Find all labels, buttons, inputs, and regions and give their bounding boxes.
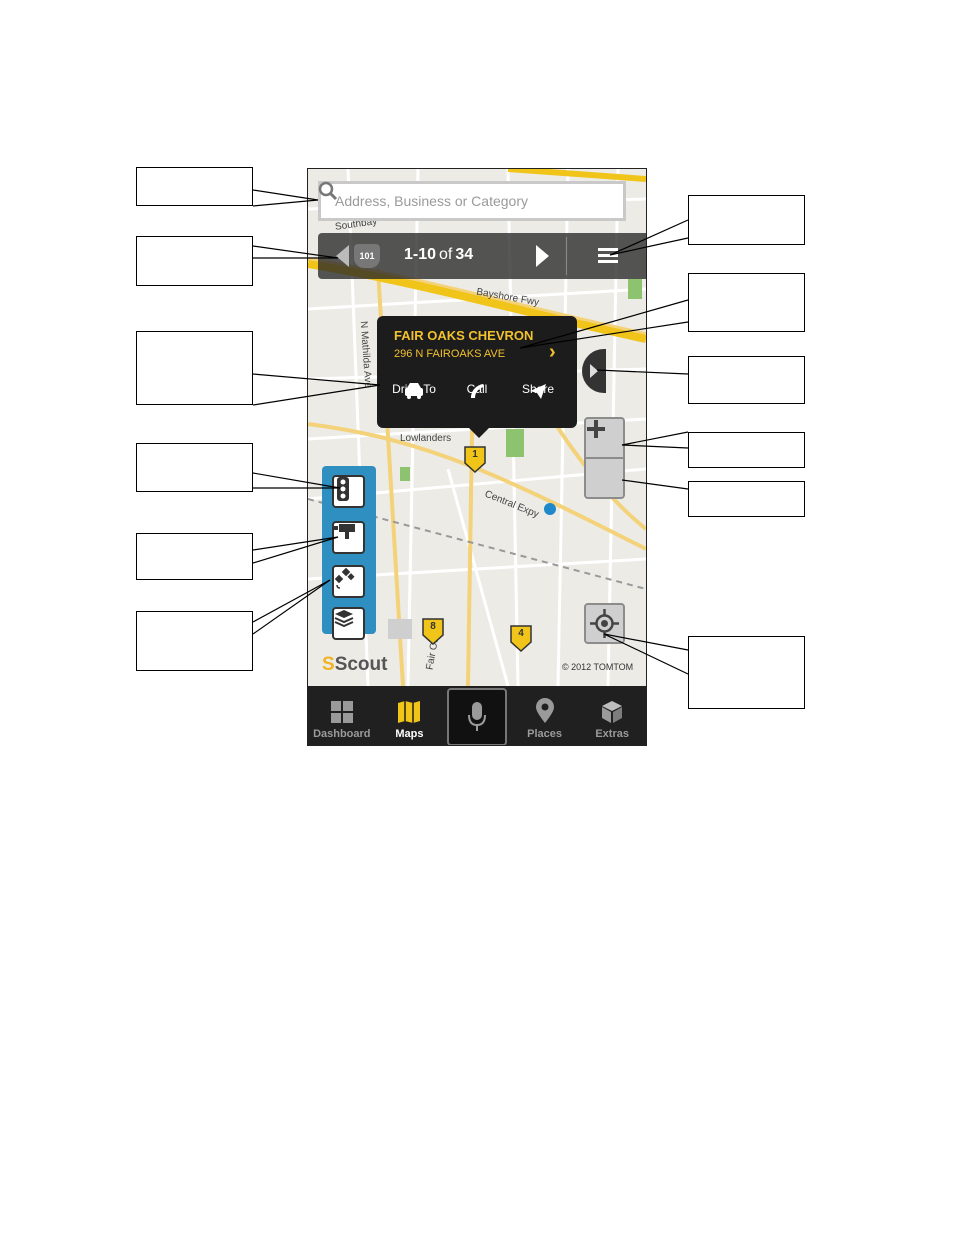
list-menu-icon[interactable] [598, 248, 618, 264]
nav-maps-label: Maps [395, 728, 424, 740]
pin-label: 4 [518, 628, 524, 639]
pin-shape-icon [464, 446, 486, 473]
nav-dashboard[interactable]: Dashboard [308, 686, 376, 745]
callout-camera [136, 533, 253, 580]
camera-toggle-button[interactable] [332, 521, 365, 554]
callout-traffic [136, 443, 253, 492]
search-input[interactable]: Address, Business or Category [318, 181, 623, 218]
phone-icon [471, 384, 484, 398]
callout-locate [688, 636, 805, 709]
zoom-out-button[interactable] [586, 427, 623, 497]
share-button[interactable]: Share [508, 382, 568, 399]
zoom-controls [584, 417, 625, 499]
pin-shape-icon [510, 625, 532, 652]
callout-zoom-out [688, 481, 805, 517]
nav-dashboard-label: Dashboard [313, 728, 371, 740]
search-bar[interactable]: Address, Business or Category [318, 181, 626, 221]
pin-label: 8 [430, 621, 436, 632]
crosshair-icon [590, 609, 619, 638]
scout-logo-mark: S [322, 654, 335, 675]
cube-icon [602, 701, 623, 723]
pin-label: 1 [472, 449, 478, 460]
map-icon [398, 701, 421, 723]
map-pin[interactable]: 1 [463, 445, 487, 473]
poi-address: 296 N FAIROAKS AVE [394, 348, 506, 360]
phone-screen: Bayshore Fwy Central Expy N Mathilda Ave… [307, 168, 647, 746]
nav-maps[interactable]: Maps [376, 686, 444, 745]
divider [566, 237, 567, 275]
callout-satellite [136, 611, 253, 671]
callout-side-tab [688, 356, 805, 404]
divider [586, 457, 623, 459]
nav-voice[interactable] [443, 686, 511, 745]
search-placeholder: Address, Business or Category [335, 193, 528, 209]
place-pin-icon [535, 698, 554, 723]
callout-search [136, 167, 253, 206]
road-label-lowlanders: Lowlanders [400, 433, 452, 444]
map-view[interactable]: Bayshore Fwy Central Expy N Mathilda Ave… [308, 169, 646, 686]
nav-places[interactable]: Places [511, 686, 579, 745]
next-results-button[interactable] [536, 245, 549, 267]
bottom-navigation: Dashboard Maps Places Extras [308, 686, 646, 745]
search-icon [318, 181, 338, 201]
map-pin[interactable]: 8 [421, 617, 445, 645]
map-copyright: © 2012 TOMTOM [562, 662, 634, 672]
dashboard-icon [330, 701, 353, 723]
satellite-icon [334, 567, 355, 589]
drive-to-button[interactable]: Drive To [384, 382, 444, 399]
results-of: of [439, 246, 453, 263]
callout-results-nav [136, 236, 253, 286]
traffic-light-icon [337, 477, 349, 501]
satellite-toggle-button[interactable] [332, 565, 365, 598]
map-pin[interactable]: 4 [509, 624, 533, 652]
send-icon [530, 384, 546, 399]
results-range: 1-10 [404, 246, 437, 263]
callout-poi-details [688, 273, 805, 332]
results-total: 34 [455, 246, 474, 263]
previous-results-button[interactable] [336, 245, 349, 267]
highway-shield-icon: 101 [354, 244, 380, 268]
minus-icon [587, 427, 605, 431]
traffic-toggle-button[interactable] [332, 475, 365, 508]
my-location-button[interactable] [584, 603, 625, 644]
chevron-right-icon[interactable]: › [549, 341, 556, 363]
poi-title[interactable]: FAIR OAKS CHEVRON [394, 328, 534, 343]
speed-camera-icon [334, 524, 355, 539]
microphone-icon [467, 701, 486, 731]
call-button[interactable]: Call [447, 382, 507, 398]
pin-shape-icon [422, 618, 444, 645]
scout-logo: SScout [322, 653, 387, 676]
car-icon [405, 383, 423, 399]
callout-zoom-in [688, 432, 805, 468]
nav-extras-label: Extras [595, 728, 629, 740]
nav-extras[interactable]: Extras [578, 686, 646, 745]
scout-logo-text: Scout [334, 654, 388, 675]
layers-toggle-button[interactable] [332, 607, 365, 640]
callout-popup-actions [136, 331, 253, 405]
layers-icon [334, 610, 354, 627]
nav-places-label: Places [527, 728, 563, 740]
poi-popup[interactable]: FAIR OAKS CHEVRON 296 N FAIROAKS AVE › D… [377, 316, 577, 438]
voice-search-button[interactable] [446, 687, 507, 745]
callout-menu [688, 195, 805, 245]
